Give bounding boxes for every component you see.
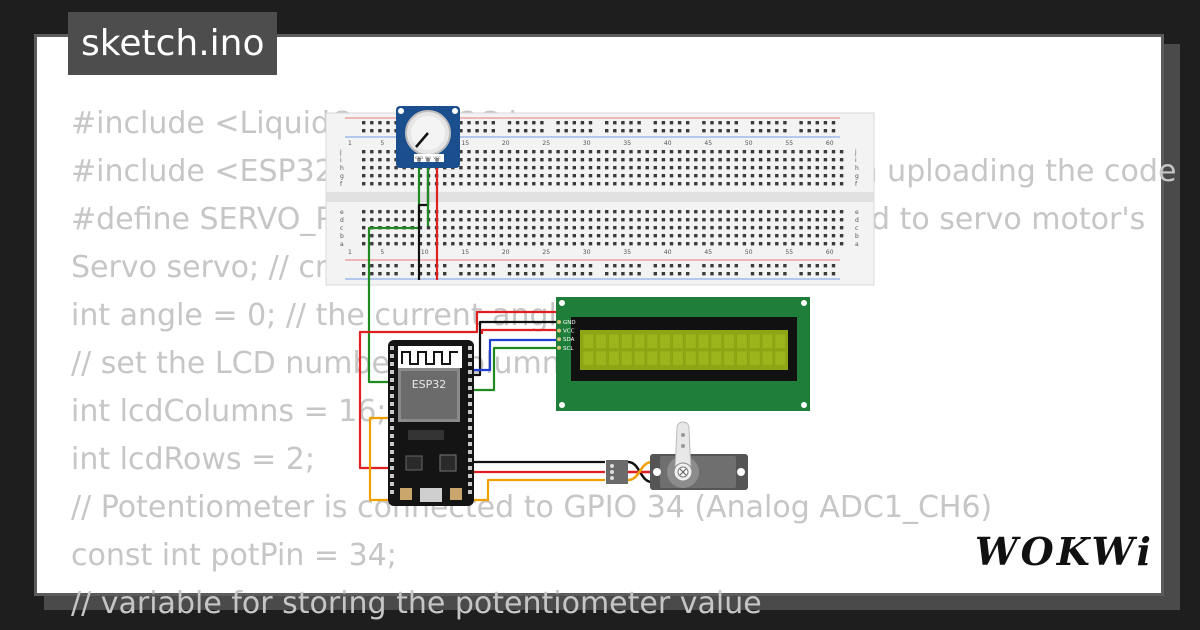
breadboard-column-number: 45: [704, 249, 712, 256]
breadboard-row-letter: e: [855, 209, 859, 216]
filename-label: sketch.ino: [68, 12, 278, 75]
breadboard-column-number: 55: [785, 140, 793, 147]
breadboard-column-number: 30: [583, 249, 591, 256]
breadboard-row-letter: g: [340, 173, 344, 180]
breadboard-row-letter: d: [855, 217, 859, 224]
breadboard-column-number: 40: [664, 140, 672, 147]
pot-pin-label: VCC: [433, 156, 441, 160]
breadboard-column-number: 50: [745, 140, 753, 147]
breadboard-column-number: 5: [380, 140, 384, 147]
breadboard-column-number: 35: [623, 140, 631, 147]
breadboard-column-number: 20: [502, 140, 510, 147]
breadboard-column-number: 1: [348, 140, 352, 147]
breadboard-row-letter: c: [340, 225, 343, 232]
wire-lcd-sda: [472, 338, 560, 372]
code-line: int lcdRows = 2;: [71, 442, 315, 477]
pot-pin-label: SIG: [425, 156, 431, 160]
lcd-pin-label: VCC: [563, 329, 575, 335]
breadboard-column-number: 1: [348, 249, 352, 256]
breadboard-column-number: 45: [704, 140, 712, 147]
lcd-pin-label: GND: [563, 320, 576, 326]
breadboard-column-number: 20: [502, 249, 510, 256]
lcd-pin-labels: GND VCC SDA SCL: [557, 320, 576, 352]
breadboard-column-number: 50: [745, 249, 753, 256]
breadboard-row-letter: i: [340, 157, 342, 164]
breadboard-row-letter: g: [855, 173, 859, 180]
code-line: int lcdColumns = 16;: [71, 394, 387, 429]
breadboard-row-letter: d: [340, 217, 344, 224]
esp32-chip-label: ESP32: [412, 378, 447, 391]
breadboard-row-letter: h: [855, 165, 859, 172]
pot-pin-label: GND: [415, 156, 423, 160]
breadboard-column-number: 60: [826, 249, 834, 256]
breadboard-row-letter: b: [340, 233, 344, 240]
breadboard-row-letter: c: [855, 225, 858, 232]
breadboard-column-number: 15: [461, 140, 469, 147]
breadboard-column-number: 55: [785, 249, 793, 256]
wire-esp-3v3: [358, 310, 560, 470]
wire-lcd-scl: [472, 346, 560, 392]
breadboard-row-letter: i: [855, 157, 857, 164]
breadboard-row-letter: j: [854, 149, 857, 156]
code-line: // Potentiometer is connected to GPIO 34…: [71, 490, 993, 525]
breadboard-column-number: 10: [421, 249, 429, 256]
breadboard-row-letter: e: [340, 209, 344, 216]
breadboard-row-letter: f: [340, 181, 343, 188]
breadboard-column-number: 35: [623, 249, 631, 256]
breadboard-column-number: 40: [664, 249, 672, 256]
breadboard-row-letter: b: [855, 233, 859, 240]
lcd-pin-label: SDA: [563, 337, 575, 343]
esp32-pins: [390, 346, 472, 494]
lcd-display: GND VCC SDA SCL: [556, 297, 810, 411]
wokwi-logo-text: WOKWi: [975, 529, 1154, 574]
breadboard-column-number: 5: [380, 249, 384, 256]
breadboard-column-number: 25: [542, 249, 550, 256]
wokwi-logo: WOKWi: [975, 529, 1154, 574]
servo-motor: [606, 421, 748, 490]
code-line: // variable for storing the potentiomete…: [71, 586, 762, 621]
breadboard-row-letter: a: [855, 241, 859, 248]
breadboard-row-letter: h: [340, 165, 344, 172]
esp32-board: ESP32: [388, 340, 474, 506]
breadboard-column-number: 60: [826, 140, 834, 147]
lcd-pin-label: SCL: [563, 346, 574, 352]
breadboard-row-letter: j: [339, 149, 342, 156]
breadboard-column-number: 30: [583, 140, 591, 147]
wire-lcd-vcc: [480, 328, 560, 334]
lcd-character-cells: [582, 333, 786, 366]
breadboard-row-letter: a: [340, 241, 344, 248]
breadboard-column-number: 15: [461, 249, 469, 256]
breadboard-column-number: 25: [542, 140, 550, 147]
code-line: const int potPin = 34;: [71, 538, 397, 573]
breadboard-row-letter: f: [855, 181, 858, 188]
wire-lcd-gnd: [472, 320, 560, 377]
wires: [358, 160, 605, 502]
